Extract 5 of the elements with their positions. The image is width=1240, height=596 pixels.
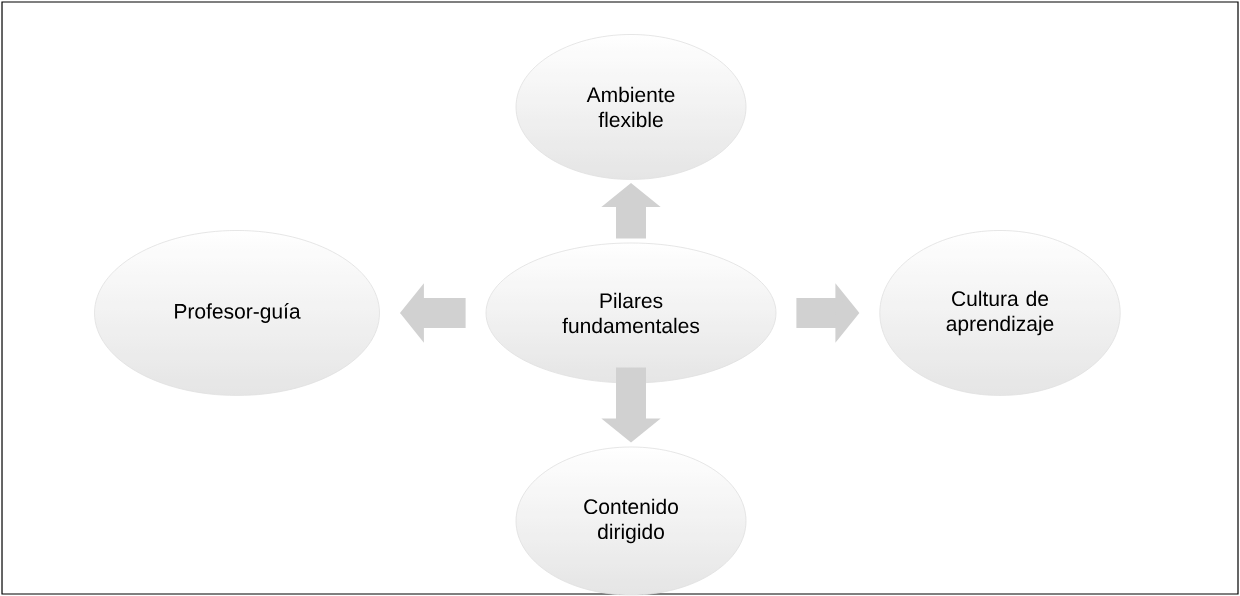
ellipse-node: Contenido dirigido [515, 446, 747, 596]
ellipse-node: Cultura de aprendizaje [879, 230, 1121, 396]
ellipse-node: Ambiente flexible [515, 34, 747, 180]
ellipse-node: Profesor-guía [94, 230, 380, 396]
ellipse-node: Pilares fundamentales [485, 242, 777, 384]
